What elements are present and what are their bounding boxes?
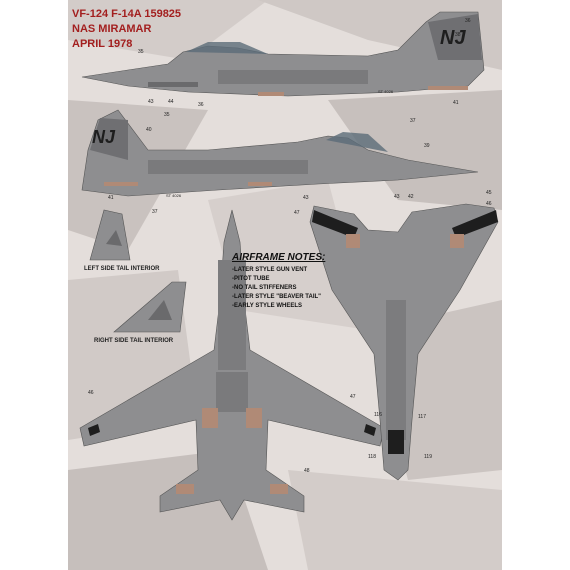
callout: 43 (303, 195, 309, 201)
notes-item: -LATER STYLE GUN VENT (232, 267, 308, 273)
callout: 39 (424, 143, 430, 149)
callout: 45 (486, 190, 492, 196)
serial-upper: ST 4026 (378, 89, 394, 94)
callout: 47 (294, 210, 300, 216)
tail-code-upper: NJ (440, 27, 466, 49)
callout: 35 (138, 49, 144, 55)
callout: 37 (152, 209, 158, 215)
callout: 41 (453, 100, 459, 106)
callout: 118 (368, 454, 376, 460)
tail-code-lower: NJ (92, 127, 116, 147)
side-profile-right: NJ ST 4026 (81, 109, 479, 198)
header-title: VF-124 F-14A 159825 (72, 8, 181, 20)
callout: 41 (108, 195, 114, 201)
callout: 119 (424, 454, 432, 460)
header-date: APRIL 1978 (72, 38, 132, 50)
callout: 43 (148, 99, 154, 105)
callout: 48 (304, 468, 310, 474)
notes-item: -PITOT TUBE (232, 276, 270, 282)
tail-interior-left (89, 209, 131, 261)
callout: 37 (410, 118, 416, 124)
callout: 47 (350, 394, 356, 400)
right-tail-label: RIGHT SIDE TAIL INTERIOR (94, 338, 174, 344)
serial-lower: ST 4026 (166, 193, 182, 198)
callout: 35 (164, 112, 170, 118)
notes-item: -EARLY STYLE WHEELS (232, 303, 302, 309)
callout: 43 (394, 194, 400, 200)
top-view (79, 209, 385, 521)
callout: 44 (168, 99, 174, 105)
notes-title: AIRFRAME NOTES: (231, 252, 325, 263)
callout: 117 (418, 414, 426, 420)
notes-item: -NO TAIL STIFFENERS (232, 285, 296, 291)
callouts: 35 36 38 43 44 36 41 37 35 40 41 37 39 4… (88, 18, 492, 474)
sheet-artwork: VF-124 F-14A 159825 NAS MIRAMAR APRIL 19… (68, 0, 502, 570)
side-profile-left: NJ ST 4026 (81, 11, 485, 97)
header-base: NAS MIRAMAR (72, 23, 151, 35)
callout: 38 (455, 32, 461, 38)
callout: 42 (408, 194, 414, 200)
notes-item: -LATER STYLE "BEAVER TAIL" (232, 294, 321, 300)
callout: 116 (374, 412, 382, 418)
profile-sheet: VF-124 F-14A 159825 NAS MIRAMAR APRIL 19… (68, 0, 502, 570)
left-tail-label: LEFT SIDE TAIL INTERIOR (84, 266, 160, 272)
callout: 40 (146, 127, 152, 133)
callout: 46 (88, 390, 94, 396)
tail-interior-right (113, 281, 187, 333)
callout: 46 (486, 201, 492, 207)
bottom-view (309, 203, 499, 481)
callout: 36 (198, 102, 204, 108)
callout: 36 (465, 18, 471, 24)
